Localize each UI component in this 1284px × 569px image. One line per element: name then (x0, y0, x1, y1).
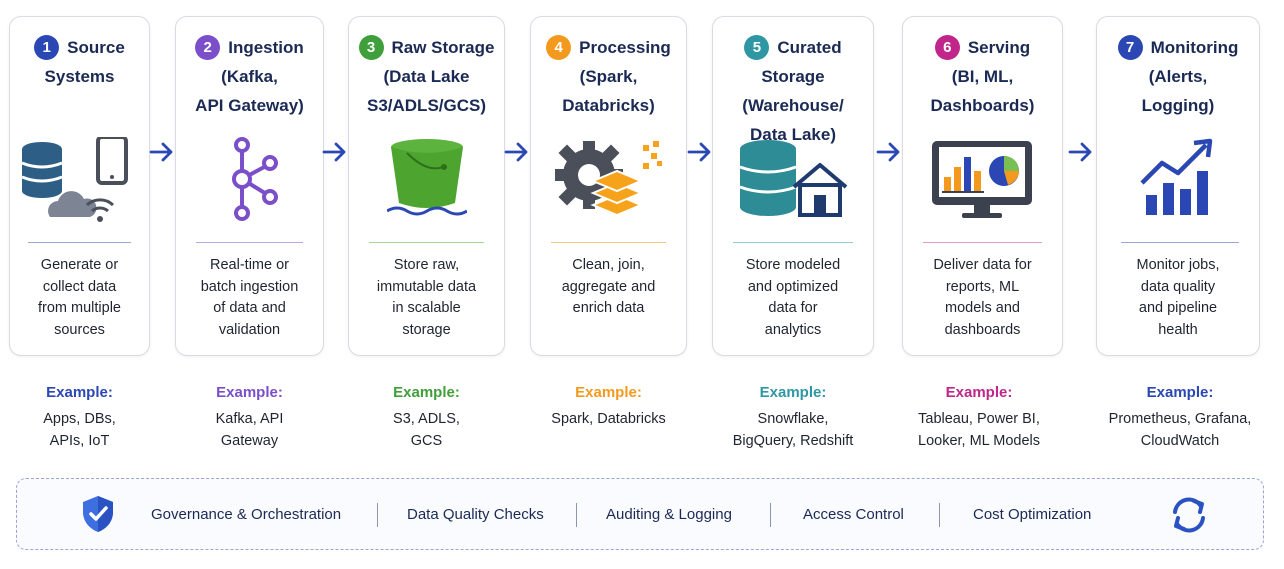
kafka-icon (176, 137, 323, 242)
divider (576, 503, 577, 527)
divider (923, 242, 1042, 243)
bottom-item-access-control: Access Control (803, 506, 904, 523)
example-label: Example: (46, 384, 113, 401)
bottom-item-auditing: Auditing & Logging (606, 506, 732, 523)
divider (196, 242, 303, 243)
example-serving: Example: Tableau, Power BI,Looker, ML Mo… (892, 383, 1066, 452)
stage-number-badge: 7 (1117, 35, 1143, 60)
example-text: S3, ADLS,GCS (393, 411, 460, 449)
arrow-right-icon (1068, 142, 1092, 162)
database-phone-cloud-wifi-icon (10, 137, 149, 242)
example-monitoring: Example: Prometheus, Grafana,CloudWatch (1090, 383, 1270, 452)
divider (377, 503, 378, 527)
monitor-chart-icon (903, 137, 1062, 242)
arrow-right-icon (687, 142, 711, 162)
arrow-right-icon (322, 142, 346, 162)
stage-number-badge: 1 (34, 35, 60, 60)
database-house-icon (713, 137, 873, 242)
divider (939, 503, 940, 527)
divider (770, 503, 771, 527)
example-source-systems: Example: Apps, DBs,APIs, IoT (9, 383, 150, 452)
stage-number-badge: 2 (195, 35, 221, 60)
gear-layers-icon (531, 137, 686, 242)
example-label: Example: (216, 384, 283, 401)
divider (551, 242, 666, 243)
divider (1121, 242, 1239, 243)
example-raw-storage: Example: S3, ADLS,GCS (348, 383, 505, 452)
example-processing: Example: Spark, Databricks (520, 383, 697, 431)
example-label: Example: (393, 384, 460, 401)
arrow-right-icon (504, 142, 528, 162)
stage-number-badge: 5 (744, 35, 770, 60)
example-text: Spark, Databricks (551, 411, 666, 427)
example-curated-storage: Example: Snowflake,BigQuery, Redshift (702, 383, 884, 452)
stage-number-badge: 3 (358, 35, 384, 60)
example-text: Apps, DBs,APIs, IoT (43, 411, 116, 449)
stage-number-badge: 4 (546, 35, 572, 60)
trend-chart-icon (1097, 137, 1259, 242)
divider (369, 242, 484, 243)
example-text: Snowflake,BigQuery, Redshift (732, 411, 854, 449)
bottom-item-governance: Governance & Orchestration (151, 506, 342, 523)
shield-check-icon (83, 496, 113, 532)
example-label: Example: (1146, 384, 1214, 401)
stage-number-badge: 6 (934, 35, 960, 60)
divider (28, 242, 131, 243)
bottom-item-cost-optimization: Cost Optimization (973, 506, 1092, 523)
example-label: Example: (945, 384, 1013, 401)
example-text: Prometheus, Grafana,CloudWatch (1108, 411, 1252, 449)
arrow-right-icon (876, 142, 900, 162)
example-text: Tableau, Power BI,Looker, ML Models (918, 411, 1040, 449)
arrow-right-icon (149, 142, 173, 162)
divider (733, 242, 853, 243)
refresh-icon (1173, 497, 1205, 533)
example-label: Example: (759, 384, 827, 401)
bottom-item-data-quality: Data Quality Checks (407, 506, 544, 523)
cross-cutting-concerns-bar: Governance & Orchestration Data Quality … (16, 478, 1264, 550)
example-label: Example: (575, 384, 642, 401)
bucket-icon (349, 137, 504, 242)
